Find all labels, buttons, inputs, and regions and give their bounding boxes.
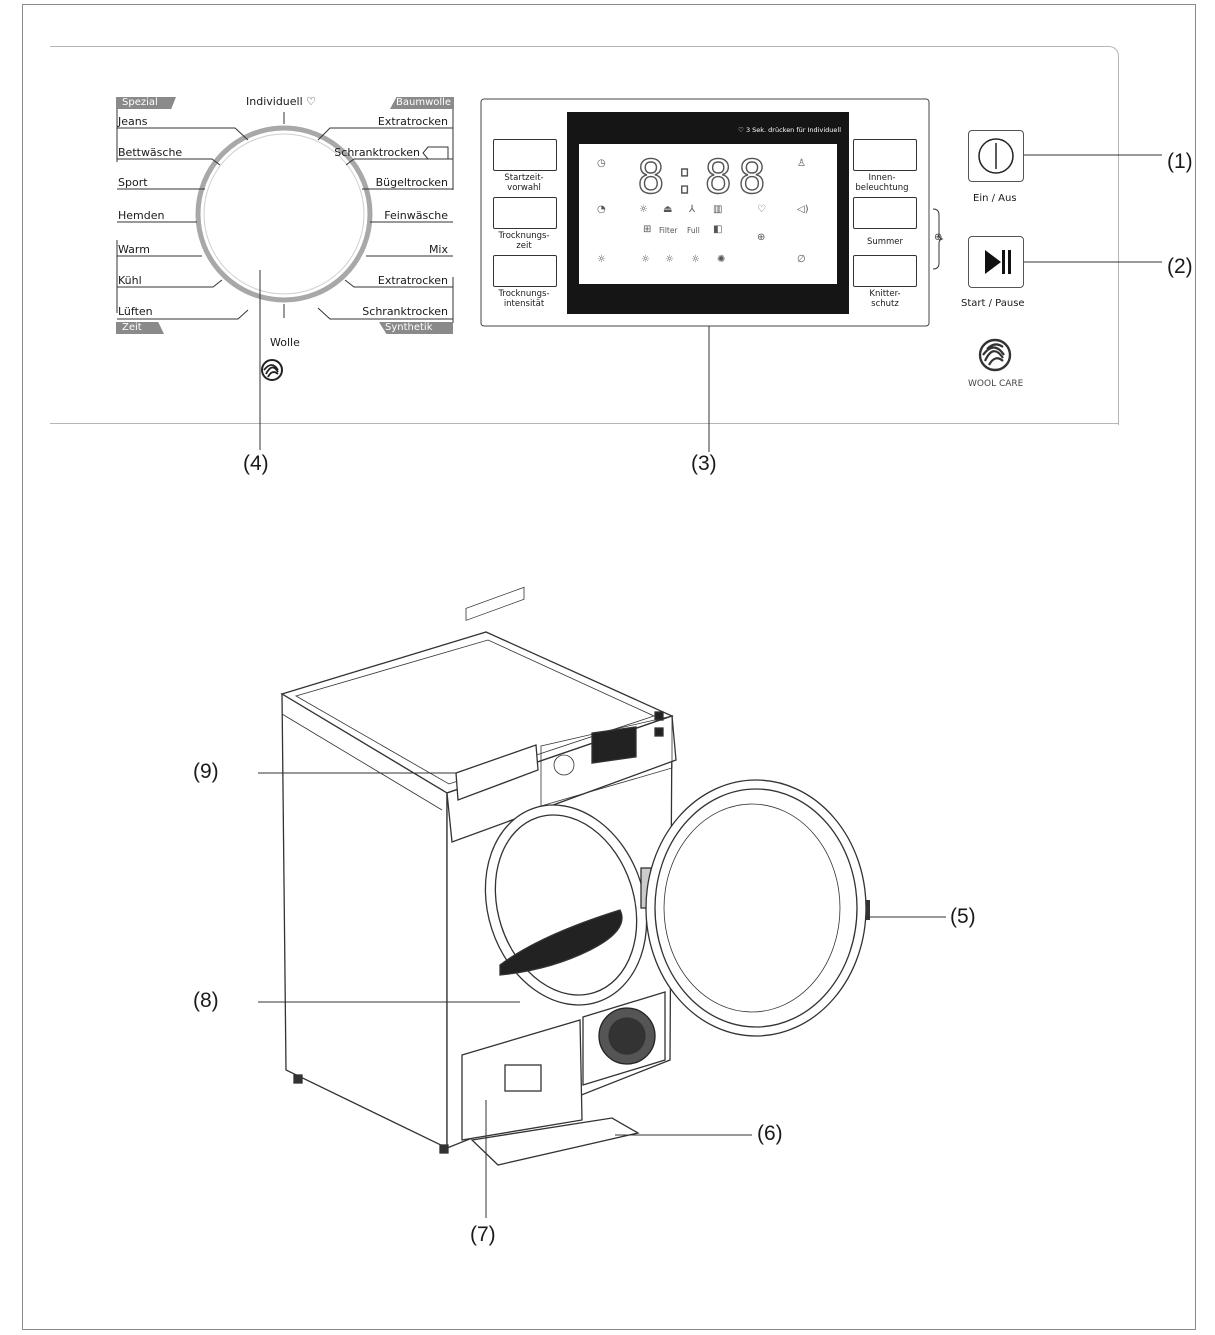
summer-label: Summer bbox=[866, 237, 904, 247]
fan-icon: ⅄ bbox=[689, 204, 696, 215]
lamp-icon: ♙ bbox=[797, 158, 806, 169]
program-baumwolle-schranktrocken: Schranktrocken bbox=[334, 146, 420, 159]
program-sport: Sport bbox=[118, 176, 148, 189]
speaker-icon: ◁) bbox=[797, 204, 809, 215]
maintenance-flap bbox=[470, 1117, 640, 1166]
control-panel bbox=[50, 46, 1119, 425]
callout-6: (6) bbox=[757, 1122, 783, 1145]
heart-icon: ♡ bbox=[757, 204, 766, 215]
intensity-5-icon: ✺ bbox=[717, 254, 726, 265]
startzeitvorwahl-button[interactable] bbox=[493, 139, 557, 171]
program-wolle: Wolle bbox=[270, 336, 300, 349]
program-synthetik-extratrocken: Extratrocken bbox=[377, 274, 448, 287]
callout-5: (5) bbox=[950, 905, 976, 928]
heat-exchanger-handle bbox=[504, 1064, 542, 1092]
knitterschutz-label: Knitter- schutz bbox=[869, 289, 901, 309]
program-dial bbox=[203, 133, 365, 295]
program-lueften: Lüften bbox=[118, 305, 153, 318]
lcd-display: ♡ 3 Sek. drücken für Individuell 8:88 ◷ … bbox=[567, 112, 849, 314]
iron-icon: ⏏ bbox=[663, 204, 673, 215]
program-bettwaesche: Bettwäsche bbox=[118, 146, 183, 159]
laundry bbox=[499, 909, 623, 976]
power-button[interactable] bbox=[968, 130, 1024, 182]
program-jeans: Jeans bbox=[118, 115, 148, 128]
display-panel-frame bbox=[480, 98, 930, 327]
intensity-3-icon: ☼ bbox=[665, 254, 674, 265]
wardrobe-icon: ▥ bbox=[713, 204, 723, 215]
tag-synthetik: Synthetik bbox=[379, 322, 453, 334]
callout-8: (8) bbox=[193, 989, 219, 1012]
callout-2: (2) bbox=[1167, 255, 1193, 278]
knitterschutz-button[interactable] bbox=[853, 255, 917, 287]
clock-icon: ◷ bbox=[597, 158, 606, 169]
summer-button[interactable] bbox=[853, 197, 917, 229]
intensity-4-icon: ☼ bbox=[691, 254, 700, 265]
display-hint: ♡ 3 Sek. drücken für Individuell bbox=[738, 126, 841, 134]
time-readout: 8:88 bbox=[636, 149, 772, 204]
program-synthetik-schranktrocken: Schranktrocken bbox=[362, 305, 448, 318]
timer-icon: ◔ bbox=[597, 204, 606, 215]
play-pause-icon bbox=[985, 250, 1011, 274]
power-icon bbox=[978, 138, 1014, 174]
tag-spezial: Spezial bbox=[116, 97, 176, 109]
callout-4: (4) bbox=[243, 452, 269, 475]
program-buegeltrocken: Bügeltrocken bbox=[375, 176, 448, 189]
start-pause-button[interactable] bbox=[968, 236, 1024, 288]
intensity-1-icon: ☼ bbox=[597, 254, 606, 265]
program-mix: Mix bbox=[428, 243, 448, 256]
program-warm: Warm bbox=[118, 243, 150, 256]
callout-3: (3) bbox=[691, 452, 717, 475]
start-pause-label: Start / Pause bbox=[961, 298, 1025, 309]
figure-frame bbox=[22, 4, 1196, 1330]
filter-indicator: Filter bbox=[659, 226, 678, 235]
program-individuell: Individuell ♡ bbox=[246, 95, 317, 108]
child-lock-icon: ⊕ bbox=[934, 232, 943, 243]
program-baumwolle-extratrocken: Extratrocken bbox=[377, 115, 448, 128]
program-feinwaesche: Feinwäsche bbox=[384, 209, 448, 222]
tag-zeit: Zeit bbox=[116, 322, 164, 334]
ein-aus-label: Ein / Aus bbox=[973, 193, 1017, 204]
water-tank-icon: ◧ bbox=[713, 224, 723, 235]
wool-care-label: WOOL CARE bbox=[968, 379, 1024, 389]
program-hemden: Hemden bbox=[118, 209, 165, 222]
trocknungszeit-button[interactable] bbox=[493, 197, 557, 229]
program-kuehl: Kühl bbox=[118, 274, 142, 287]
full-indicator: Full bbox=[687, 226, 700, 235]
callout-7: (7) bbox=[470, 1223, 496, 1246]
innenbeleuchtung-button[interactable] bbox=[853, 139, 917, 171]
startzeitvorwahl-label: Startzeit- vorwahl bbox=[504, 173, 544, 193]
program-dial-ring bbox=[195, 125, 373, 303]
trocknungszeit-label: Trocknungs- zeit bbox=[498, 231, 550, 251]
lock-icon: ⊕ bbox=[757, 232, 766, 243]
leaf-icon: ∅ bbox=[797, 254, 806, 265]
trocknungsintensitaet-label: Trocknungs- intensität bbox=[498, 289, 550, 309]
lcd-screen: 8:88 ◷ ◔ ☼ ⏏ ⅄ ▥ ♡ ⊞ Filter Full ◧ ⊕ ♙ ◁… bbox=[579, 144, 837, 284]
drying-sun-icon: ☼ bbox=[639, 204, 648, 215]
trocknungsintensitaet-button[interactable] bbox=[493, 255, 557, 287]
control-panel-bottom-edge bbox=[50, 423, 1118, 424]
grid-filter-icon: ⊞ bbox=[643, 224, 652, 235]
tag-baumwolle: Baumwolle bbox=[390, 97, 454, 109]
dryer-door bbox=[645, 779, 867, 1037]
intensity-2-icon: ☼ bbox=[641, 254, 650, 265]
innenbeleuchtung-label: Innen- beleuchtung bbox=[855, 173, 909, 193]
callout-1: (1) bbox=[1167, 150, 1193, 173]
callout-9: (9) bbox=[193, 760, 219, 783]
dryer-water-tank bbox=[455, 744, 539, 801]
